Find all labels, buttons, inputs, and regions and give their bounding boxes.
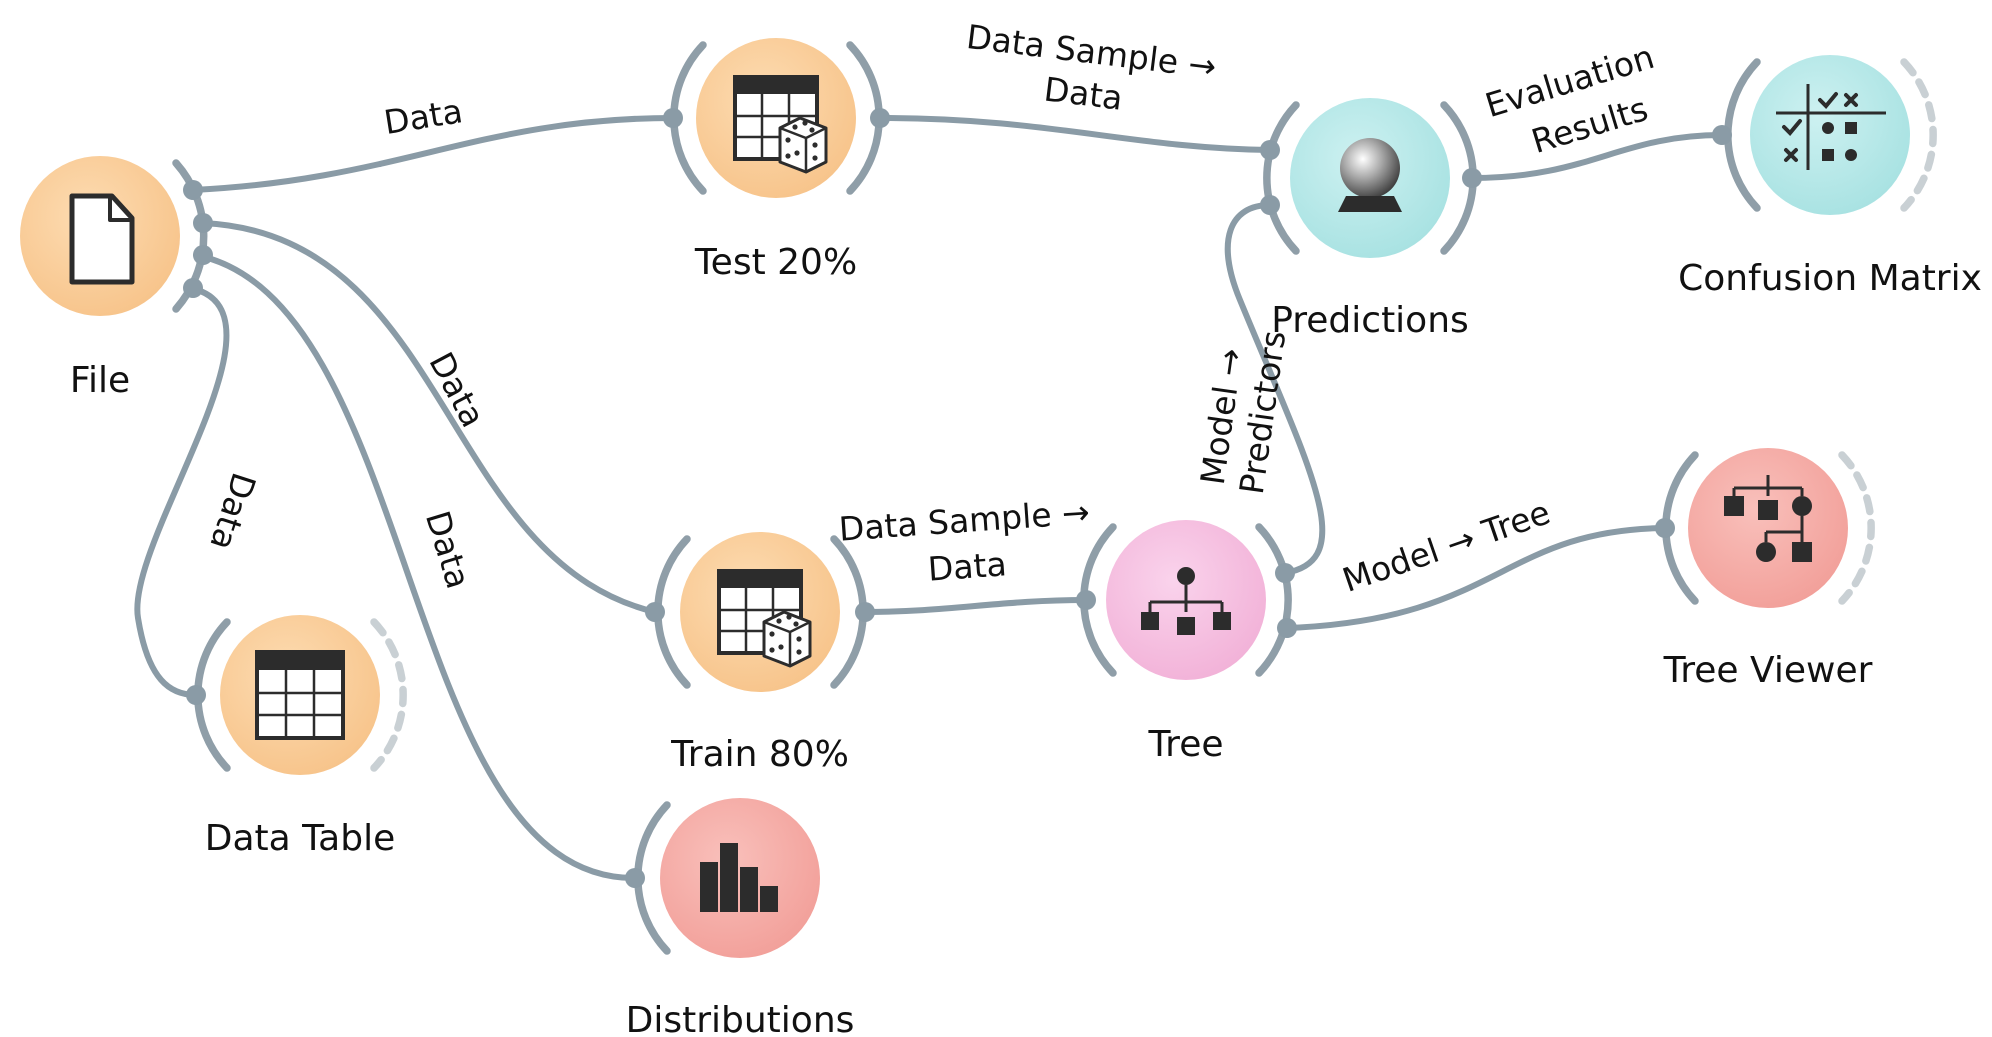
widget-confusion-matrix-circle[interactable] — [1750, 55, 1910, 215]
link-tree-predictions[interactable] — [1224, 202, 1326, 576]
output-port[interactable] — [193, 245, 213, 265]
link-label-train-tree-line2: Data — [927, 544, 1008, 588]
link-file-test[interactable] — [190, 115, 676, 193]
link-label-tree-predictions: Model → Predictors — [1193, 328, 1294, 496]
widget-tree-viewer-label: Tree Viewer — [1663, 650, 1873, 691]
output-port[interactable] — [183, 278, 203, 298]
link-label-train-tree: Data Sample → Data — [838, 492, 1091, 588]
links-layer — [134, 115, 1725, 882]
tree-hierarchy-icon — [1141, 567, 1231, 635]
widget-tree[interactable]: Tree — [1076, 520, 1297, 765]
input-port[interactable] — [663, 108, 683, 128]
link-label-test-predictions-line2: Data — [1042, 69, 1125, 117]
widget-tree-viewer-circle[interactable] — [1688, 448, 1848, 608]
link-tree-viewer[interactable] — [1284, 525, 1668, 631]
widget-distributions-label: Distributions — [626, 1000, 855, 1037]
dice-icon — [778, 116, 828, 174]
input-port[interactable] — [625, 868, 645, 888]
data-sampler-icon — [717, 569, 812, 668]
widget-train[interactable]: Train 80% — [645, 532, 875, 775]
link-label-file-table: Data — [202, 468, 263, 555]
output-port[interactable] — [183, 180, 203, 200]
link-train-tree[interactable] — [862, 597, 1089, 615]
input-port[interactable] — [186, 685, 206, 705]
bar-chart-icon — [700, 843, 778, 912]
link-file-table[interactable] — [134, 285, 230, 698]
widget-predictions[interactable]: Predictions — [1260, 98, 1482, 341]
input-port[interactable] — [1712, 125, 1732, 145]
data-sampler-icon — [733, 75, 828, 174]
link-label-predictions-confusion: Evaluation Results — [1481, 37, 1659, 161]
link-label-test-predictions: Data Sample → Data — [964, 17, 1218, 118]
widget-confusion-matrix[interactable]: Confusion Matrix — [1678, 55, 1982, 299]
input-port[interactable] — [1655, 518, 1675, 538]
output-port[interactable] — [855, 602, 875, 622]
widget-file-label: File — [70, 360, 130, 401]
input-port[interactable] — [645, 602, 665, 622]
widget-train-label: Train 80% — [670, 734, 849, 775]
widget-confusion-matrix-output-bracket — [1900, 58, 1937, 212]
link-label-train-tree-line1: Data Sample → — [838, 492, 1091, 548]
widget-test[interactable]: Test 20% — [663, 38, 890, 283]
table-icon — [255, 650, 345, 740]
link-label-file-distributions: Data — [418, 506, 478, 593]
widget-tree-viewer-output-bracket — [1838, 451, 1875, 605]
input-port[interactable] — [1076, 590, 1096, 610]
widget-distributions[interactable]: Distributions — [625, 798, 854, 1037]
widget-predictions-input-bracket[interactable] — [1263, 101, 1300, 255]
input-port[interactable] — [1260, 140, 1280, 160]
output-port[interactable] — [1275, 563, 1295, 583]
widget-file[interactable]: File — [20, 156, 213, 401]
widget-test-label: Test 20% — [694, 242, 857, 283]
widget-tree-label: Tree — [1147, 724, 1223, 765]
widget-data-table-output-bracket — [370, 618, 407, 772]
link-file-distributions[interactable] — [193, 252, 638, 882]
output-port[interactable] — [870, 108, 890, 128]
link-label-file-test: Data — [381, 91, 465, 142]
widget-predictions-label: Predictions — [1271, 300, 1469, 341]
link-file-train[interactable] — [200, 220, 658, 615]
crystal-ball-icon — [1338, 138, 1402, 212]
widget-tree-output-bracket[interactable] — [1255, 523, 1292, 677]
confusion-matrix-icon — [1776, 84, 1886, 170]
output-port[interactable] — [1462, 168, 1482, 188]
link-test-predictions[interactable] — [877, 115, 1273, 153]
dice-icon — [762, 610, 812, 668]
link-predictions-confusion[interactable] — [1469, 132, 1725, 181]
tree-viewer-icon — [1724, 475, 1812, 562]
link-label-tree-viewer: Model → Tree — [1338, 492, 1555, 599]
output-port[interactable] — [1277, 618, 1297, 638]
widget-confusion-matrix-label: Confusion Matrix — [1678, 258, 1982, 299]
input-port[interactable] — [1260, 195, 1280, 215]
widget-data-table[interactable]: Data Table — [186, 615, 407, 859]
widget-tree-viewer[interactable]: Tree Viewer — [1655, 448, 1875, 691]
output-port[interactable] — [193, 213, 213, 233]
widget-data-table-label: Data Table — [205, 818, 396, 859]
file-icon — [69, 193, 135, 285]
